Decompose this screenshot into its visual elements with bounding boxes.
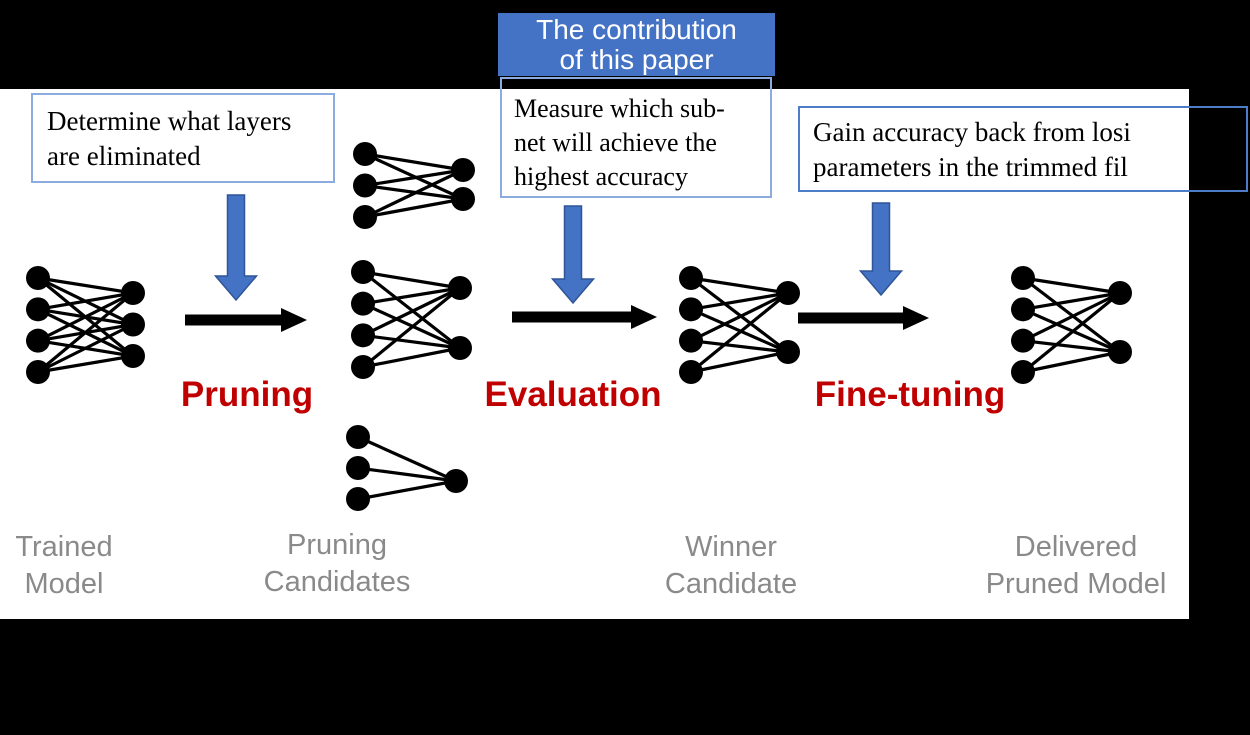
caption-line: Trained bbox=[15, 531, 113, 563]
text-line: Gain accuracy back from losi bbox=[813, 117, 1131, 147]
contribution-banner: The contribution of this paper bbox=[498, 13, 775, 76]
caption-line: Candidates bbox=[263, 566, 411, 598]
caption-line: Model bbox=[24, 568, 104, 600]
measure-annotation-box: Measure which sub- net will achieve the … bbox=[500, 77, 772, 198]
stage-label-fine-tuning: Fine-tuning bbox=[814, 375, 1006, 414]
text-line: are eliminated bbox=[47, 141, 201, 171]
right-arrow-icon bbox=[512, 305, 657, 329]
down-arrow-icon bbox=[213, 194, 259, 302]
diagram-background bbox=[0, 89, 1189, 619]
network-delivered-model bbox=[1011, 266, 1132, 384]
network-winner-candidate bbox=[679, 266, 800, 384]
network-candidate-bottom bbox=[346, 425, 468, 511]
down-arrow-icon bbox=[858, 202, 904, 297]
text-line: Determine what layers bbox=[47, 106, 292, 136]
caption-winner-candidate: Winner Candidate bbox=[665, 529, 797, 603]
determine-annotation-box: Determine what layers are eliminated bbox=[31, 93, 335, 183]
right-arrow-icon bbox=[798, 306, 929, 330]
caption-delivered-pruned-model: Delivered Pruned Model bbox=[986, 529, 1167, 603]
text-line: parameters in the trimmed fil bbox=[813, 152, 1128, 182]
text-line: highest accuracy bbox=[514, 162, 688, 191]
text-line: net will achieve the bbox=[514, 128, 717, 157]
network-candidate-middle bbox=[351, 260, 472, 379]
caption-line: Pruning bbox=[287, 529, 387, 561]
banner-line: The contribution bbox=[536, 14, 737, 45]
caption-line: Candidate bbox=[664, 568, 798, 600]
down-arrow-icon bbox=[550, 205, 596, 305]
banner-line: of this paper bbox=[559, 44, 714, 75]
caption-line: Delivered bbox=[1014, 531, 1138, 563]
gain-annotation-box: Gain accuracy back from losi parameters … bbox=[798, 106, 1248, 192]
caption-line: Winner bbox=[685, 531, 777, 563]
caption-trained-model: Trained Model bbox=[15, 529, 112, 603]
text-line: Measure which sub- bbox=[514, 94, 725, 123]
stage-label-evaluation: Evaluation bbox=[484, 375, 662, 414]
network-candidate-top bbox=[353, 142, 475, 229]
caption-pruning-candidates: Pruning Candidates bbox=[264, 527, 411, 601]
network-trained-model bbox=[26, 266, 145, 384]
right-arrow-icon bbox=[185, 308, 307, 332]
stage-label-pruning: Pruning bbox=[180, 375, 314, 414]
caption-line: Pruned Model bbox=[985, 568, 1167, 600]
